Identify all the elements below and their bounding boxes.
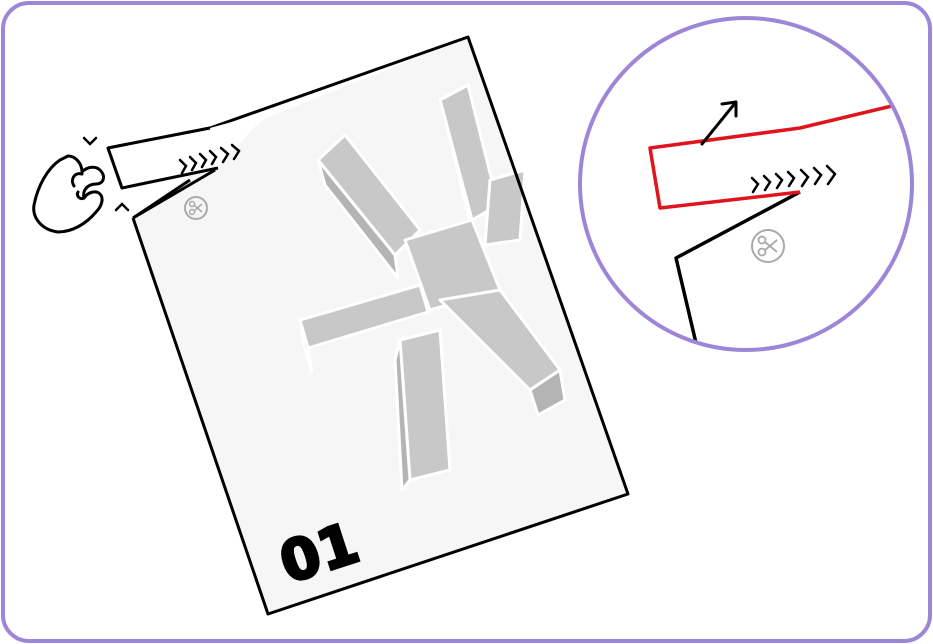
pinch-motion-marks (82, 136, 130, 212)
zoom-detail (578, 16, 914, 352)
zoom-circle (580, 18, 912, 350)
zoom-circle-border (578, 16, 914, 352)
peel-arrow-icon (700, 100, 738, 146)
logo-watermark (298, 83, 567, 492)
sheet-outline-main (131, 35, 630, 616)
zoom-highlight-strip (648, 102, 901, 210)
scissors-icon (184, 196, 208, 220)
pinching-hand-icon (32, 154, 105, 234)
peel-direction-chevrons (178, 143, 241, 175)
paper-sheet (131, 35, 630, 616)
sheet-cut-line (132, 168, 216, 220)
peel-strip (106, 112, 268, 190)
zoom-scissors-icon (751, 229, 785, 263)
zoom-peel-chevrons (750, 164, 837, 194)
zoom-sheet-edge (674, 190, 801, 350)
